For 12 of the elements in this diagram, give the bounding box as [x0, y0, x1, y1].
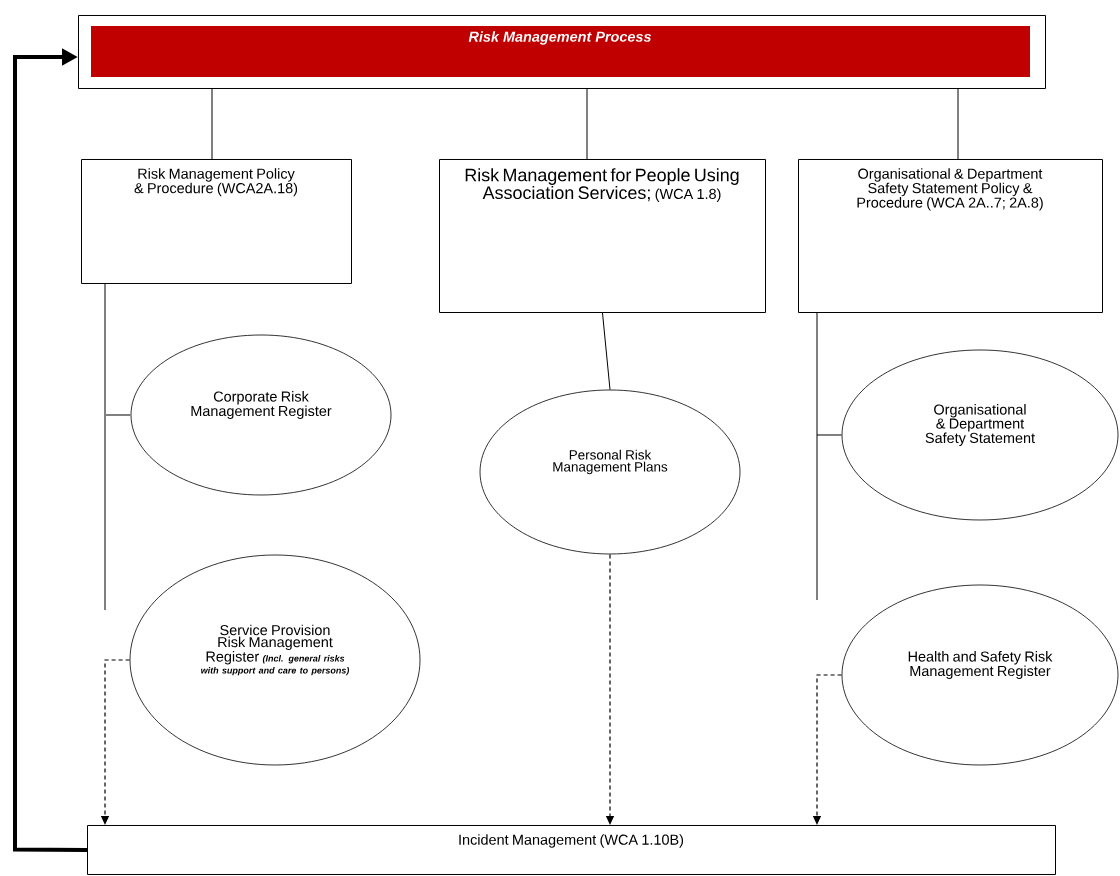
connector: [957, 88, 959, 160]
connector: [13, 48, 88, 852]
process-box: Risk Management for People Using Association Services; (WCA 1.8): [439, 159, 766, 313]
connector: [602, 312, 611, 391]
process-box: Incident Management (WCA 1.10B): [87, 825, 1056, 875]
connector: [816, 312, 843, 601]
connector: [586, 88, 588, 160]
title-banner: Risk Management Process: [78, 15, 1046, 89]
connector: [104, 283, 132, 611]
connector: [211, 88, 213, 160]
process-box: Risk Management Policy & Procedure (WCA2A.18): [81, 159, 352, 284]
process-box: Organisational & Department Safety Statement Policy & Procedure (WCA 2A..7; 2A.8): [798, 159, 1103, 313]
